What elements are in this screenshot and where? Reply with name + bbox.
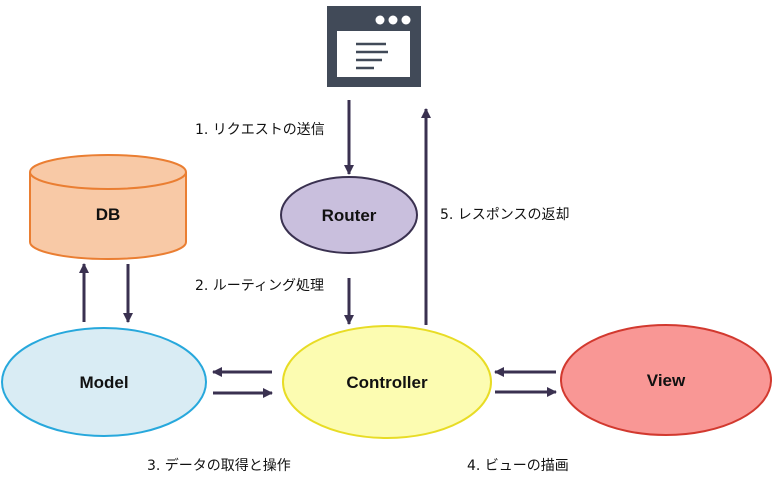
step-render-label: 4. ビューの描画	[467, 458, 569, 474]
view-label: View	[647, 371, 686, 390]
db-node: DB	[29, 154, 187, 260]
router-label: Router	[322, 206, 377, 225]
model-label: Model	[79, 373, 128, 392]
controller-node: Controller	[282, 325, 492, 439]
view-node: View	[560, 324, 772, 436]
model-node: Model	[1, 327, 207, 437]
browser-window-icon	[327, 6, 421, 87]
controller-label: Controller	[346, 373, 428, 392]
step-response-label: 5. レスポンスの返却	[440, 207, 570, 223]
step-request-label: 1. リクエストの送信	[195, 122, 325, 138]
db-label: DB	[96, 205, 121, 224]
router-node: Router	[280, 176, 418, 254]
step-routing-label: 2. ルーティング処理	[195, 278, 324, 294]
step-data-label: 3. データの取得と操作	[147, 457, 291, 474]
